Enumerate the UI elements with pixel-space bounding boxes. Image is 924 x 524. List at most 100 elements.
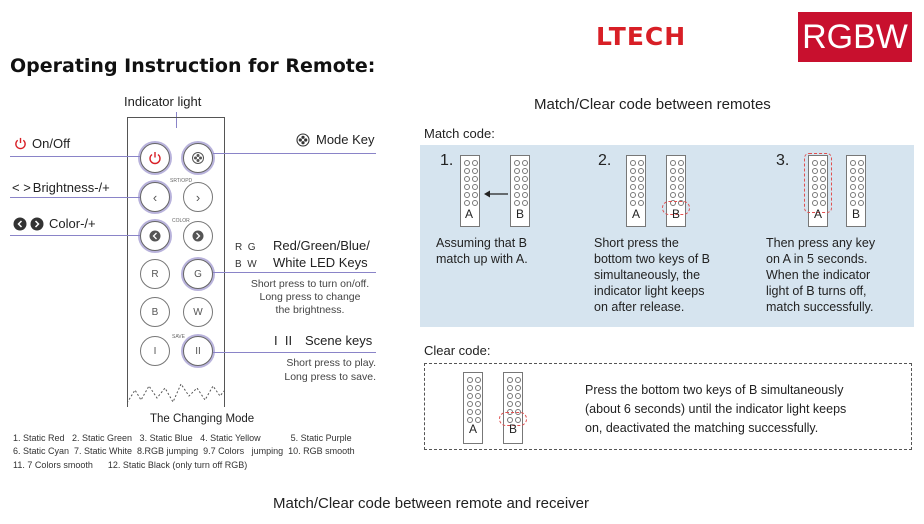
mode-key-label: Mode Key xyxy=(316,132,375,147)
remote-key-dot xyxy=(820,200,826,206)
remote-key-dot xyxy=(514,184,520,190)
scene-desc-line1: Short press to play. xyxy=(286,357,376,369)
remote-a-icon xyxy=(460,155,480,227)
remote-key-dot xyxy=(638,176,644,182)
remote-key-dot xyxy=(850,192,856,198)
remote-key-dot xyxy=(464,176,470,182)
brightness-label: Brightness-/+ xyxy=(32,180,110,195)
remote-key-dot xyxy=(812,168,818,174)
scene-1-key[interactable]: I xyxy=(140,336,170,366)
brightness-down-button[interactable]: ‹ xyxy=(140,182,170,212)
rgbw-line xyxy=(213,272,376,273)
remote-key-dot xyxy=(630,168,636,174)
match-code-panel: 1. A B Assuming that B match up with A. … xyxy=(420,145,914,327)
remote-key-dot xyxy=(812,192,818,198)
remote-key-dot xyxy=(630,200,636,206)
brightness-callout: < > Brightness-/+ xyxy=(12,180,110,195)
remote-key-dot xyxy=(464,192,470,198)
scene-2-key[interactable]: II xyxy=(183,336,213,366)
red-key[interactable]: R xyxy=(140,259,170,289)
remote-b-icon xyxy=(510,155,530,227)
color-down-button[interactable] xyxy=(140,221,170,251)
remote-key-dot xyxy=(678,168,684,174)
remote-key-dot xyxy=(507,393,513,399)
remote-key-dot xyxy=(514,200,520,206)
remote-key-dot xyxy=(670,184,676,190)
remote-key-dot xyxy=(472,200,478,206)
clear-code-label: Clear code: xyxy=(424,343,491,358)
changing-mode-title: The Changing Mode xyxy=(150,413,255,425)
step-1-b-label: B xyxy=(516,207,525,221)
scene-desc-line2: Long press to save. xyxy=(284,371,376,383)
step-2-number: 2. xyxy=(598,152,612,169)
white-key[interactable]: W xyxy=(183,297,213,327)
rgbw-label-line2: White LED Keys xyxy=(273,255,368,270)
step-3-text-2: on A in 5 seconds. xyxy=(766,252,868,266)
clear-text-2: (about 6 seconds) until the indicator li… xyxy=(585,402,847,416)
step-2-text-4: indicator light keeps xyxy=(594,284,705,298)
remote-key-dot xyxy=(472,168,478,174)
step-3-text-3: When the indicator xyxy=(766,268,871,282)
remote-key-dot xyxy=(670,160,676,166)
rgbw-letters-top: R G xyxy=(235,242,256,253)
clear-code-box: A B Press the bottom two keys of B simul… xyxy=(424,363,912,450)
remote-key-dot xyxy=(467,401,473,407)
step-1-text-2: match up with A. xyxy=(436,252,528,266)
indicator-pointer-line xyxy=(176,112,177,128)
remote-key-dot xyxy=(638,160,644,166)
mode-button[interactable] xyxy=(183,143,213,173)
remote-key-dot xyxy=(467,417,473,423)
step-2-text-1: Short press the xyxy=(594,236,679,250)
highlight-bottom-keys xyxy=(662,201,690,215)
remote-key-dot xyxy=(858,200,864,206)
remote-key-dot xyxy=(678,192,684,198)
remote-key-dot xyxy=(467,377,473,383)
remote-key-dot xyxy=(638,184,644,190)
green-key[interactable]: G xyxy=(183,259,213,289)
blue-key[interactable]: B xyxy=(140,297,170,327)
remote-key-dot xyxy=(678,184,684,190)
remote-key-dot xyxy=(507,377,513,383)
changing-mode-line1: 1. Static Red 2. Static Green 3. Static … xyxy=(13,433,352,443)
color-callout: Color-/+ xyxy=(13,216,96,231)
color-line xyxy=(10,235,140,236)
brightness-up-button[interactable]: › xyxy=(183,182,213,212)
scene-keys-label: Scene keys xyxy=(305,333,373,348)
remote-key-dot xyxy=(514,168,520,174)
rgbw-letters-bottom: B W xyxy=(235,259,257,270)
remote-key-dot xyxy=(630,160,636,166)
remote-key-dot xyxy=(472,184,478,190)
remote-key-dot xyxy=(670,192,676,198)
scene-symbols: I II xyxy=(274,333,293,348)
step-2-text-2: bottom two keys of B xyxy=(594,252,711,266)
remote-save-label: SAVE xyxy=(172,334,185,340)
remote-b-icon xyxy=(666,155,686,227)
step-3-a-label: A xyxy=(814,207,823,221)
color-label: Color-/+ xyxy=(49,216,96,231)
remote-body: SRT/OPD COLOR SAVE xyxy=(127,117,225,407)
remote-a-icon xyxy=(463,372,483,444)
step-3-number: 3. xyxy=(776,152,790,169)
remote-key-dot xyxy=(475,417,481,423)
on-off-callout: On/Off xyxy=(14,136,70,151)
remote-key-dot xyxy=(812,160,818,166)
scene-line xyxy=(213,352,376,353)
remote-a-icon xyxy=(626,155,646,227)
color-up-button[interactable] xyxy=(183,221,213,251)
remote-key-dot xyxy=(467,385,473,391)
remote-b-icon xyxy=(846,155,866,227)
clear-text-3: on, deactivated the matching successfull… xyxy=(585,421,819,435)
step-3-b-label: B xyxy=(852,207,861,221)
clear-b-label: B xyxy=(509,422,518,436)
remote-key-dot xyxy=(507,385,513,391)
remote-key-dot xyxy=(630,176,636,182)
rgbw-badge: RGBW xyxy=(798,12,912,62)
step-2-text-5: on after release. xyxy=(594,300,685,314)
remote-key-dot xyxy=(670,168,676,174)
chevron-right-icon: › xyxy=(195,189,201,205)
power-button[interactable] xyxy=(140,143,170,173)
remote-key-dot xyxy=(507,401,513,407)
flower-icon xyxy=(192,152,204,164)
remote-key-dot xyxy=(464,168,470,174)
remote-key-dot xyxy=(850,184,856,190)
